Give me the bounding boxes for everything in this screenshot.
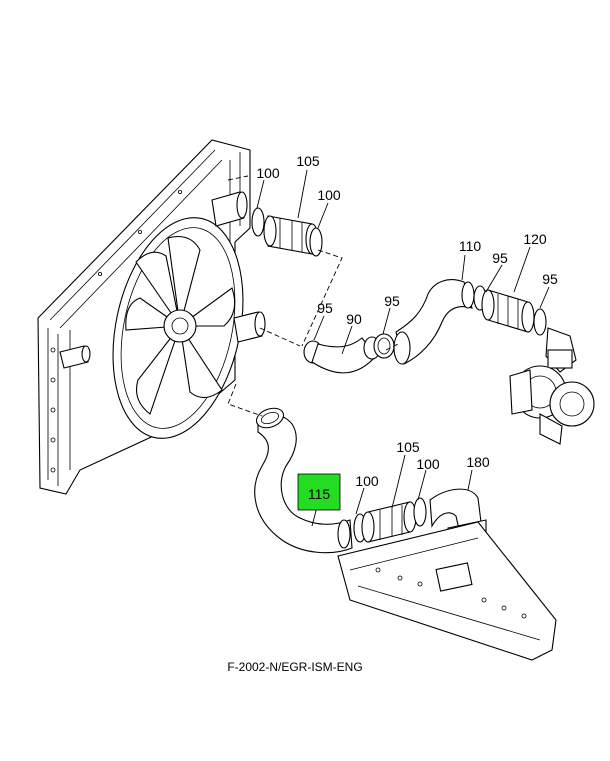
callout-90[interactable]: 90 [346,311,362,327]
callout-95[interactable]: 95 [492,250,508,266]
radiator-assembly [37,139,266,495]
callout-100[interactable]: 100 [355,473,379,489]
leader-lines [256,169,550,527]
callout-95[interactable]: 95 [384,293,400,309]
turbocharger [509,327,595,445]
intake-manifold [337,521,557,661]
assembly-lines [227,175,399,417]
callout-110[interactable]: 110 [459,238,482,254]
callout-115[interactable]: 115 [308,486,331,502]
callout-100[interactable]: 100 [317,187,341,203]
hose-110 [393,279,547,365]
selected-part-highlight[interactable] [297,473,341,511]
hose-115 [254,407,353,554]
callout-120[interactable]: 120 [523,231,547,247]
callout-95[interactable]: 95 [542,271,558,287]
callout-100[interactable]: 100 [256,165,280,181]
hose-90 [303,333,395,374]
figure-caption: F-2002-N/EGR-ISM-ENG [227,660,362,674]
callout-180[interactable]: 180 [466,454,490,470]
callout-105[interactable]: 105 [396,439,420,455]
callout-105[interactable]: 105 [296,153,320,169]
callout-95[interactable]: 95 [317,300,333,316]
callout-100[interactable]: 100 [416,456,440,472]
callout-labels: 100 105 100 110 120 95 95 95 90 95 115 1… [256,153,558,502]
upper-hose-chain [251,207,323,257]
